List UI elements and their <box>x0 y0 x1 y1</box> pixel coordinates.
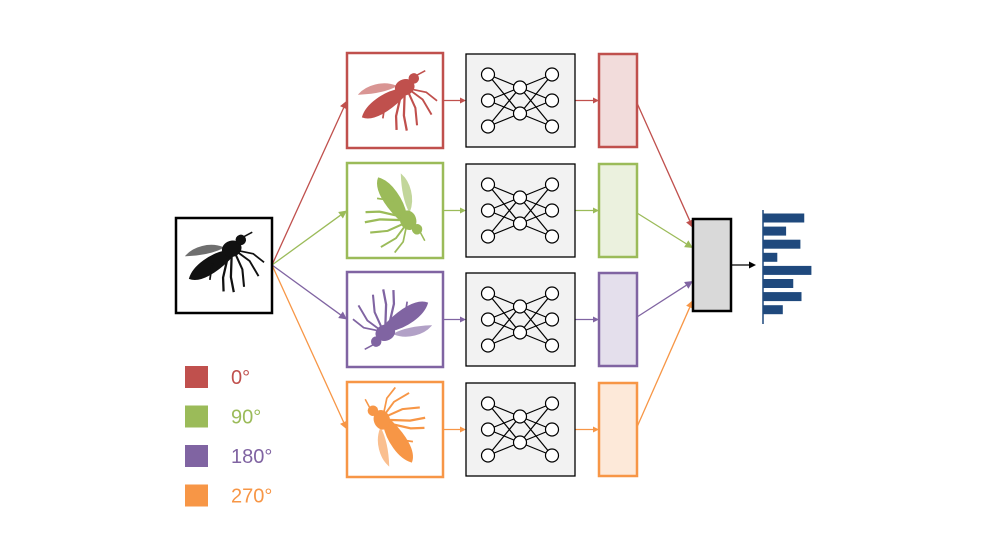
feature-vector-0 <box>597 52 639 149</box>
probability-bar-chart-icon <box>762 210 812 324</box>
neural-network-icon <box>480 286 560 353</box>
neural-network-icon <box>480 177 560 244</box>
arrow-input-to-180 <box>271 264 347 320</box>
branch-90 <box>345 161 639 260</box>
legend-item: 0° <box>185 366 250 389</box>
arrow-feature-to-aggregator-90 <box>636 212 693 248</box>
output-bar <box>763 226 787 236</box>
arrow-network-to-feature-90 <box>575 207 599 214</box>
branch-270 <box>345 380 639 479</box>
output-bar <box>763 213 805 223</box>
arrow-image-to-network-0 <box>443 97 466 104</box>
arrow-network-to-feature-180 <box>575 316 599 323</box>
rotated-image-180 <box>345 270 445 369</box>
network-270 <box>465 382 576 477</box>
legend-swatch <box>185 405 208 428</box>
legend-item: 180° <box>185 445 272 468</box>
input-image <box>174 216 274 315</box>
output-bar <box>763 239 801 249</box>
output-bar <box>763 292 802 302</box>
branch-0 <box>345 51 639 150</box>
output-bar <box>763 252 778 262</box>
arrow-input-to-90 <box>271 210 347 266</box>
arrow-feature-to-aggregator-180 <box>636 281 693 318</box>
arrow-image-to-network-180 <box>443 316 466 323</box>
rotated-image-270 <box>345 380 445 479</box>
arrow-input-to-0 <box>271 100 348 266</box>
arrow-feature-to-aggregator-270 <box>636 300 694 428</box>
neural-network-icon <box>480 396 560 463</box>
legend-label: 180° <box>231 446 272 468</box>
arrow-input-to-270 <box>271 264 348 430</box>
arrow-aggregator-to-output <box>731 261 756 269</box>
arrow-feature-to-aggregator-0 <box>636 102 694 228</box>
network-90 <box>465 163 576 258</box>
legend-label: 90° <box>231 407 261 429</box>
rotated-image-90 <box>345 161 445 260</box>
output-bar <box>763 279 794 288</box>
arrow-network-to-feature-0 <box>575 97 599 104</box>
aggregator-box <box>691 217 733 313</box>
network-180 <box>465 272 576 367</box>
rotation-legend: 0° 90° 180° 270° <box>185 366 272 508</box>
legend-swatch <box>185 366 208 388</box>
legend-swatch <box>185 484 208 507</box>
branch-180 <box>345 270 639 369</box>
legend-item: 270° <box>185 484 272 508</box>
arrow-image-to-network-90 <box>443 207 466 214</box>
network-0 <box>465 53 576 148</box>
feature-vector-180 <box>597 271 639 368</box>
output-bar <box>763 305 783 315</box>
arrow-network-to-feature-270 <box>575 426 599 433</box>
neural-network-icon <box>480 67 560 134</box>
arrow-image-to-network-270 <box>443 426 466 433</box>
legend-item: 90° <box>185 405 261 429</box>
legend-label: 270° <box>231 486 272 508</box>
feature-vector-270 <box>597 381 639 478</box>
legend-label: 0° <box>231 367 250 389</box>
legend-swatch <box>185 445 208 467</box>
rotated-image-0 <box>345 51 445 150</box>
connector-arrows <box>271 97 694 433</box>
output-bar <box>763 265 812 275</box>
feature-vector-90 <box>597 162 639 259</box>
